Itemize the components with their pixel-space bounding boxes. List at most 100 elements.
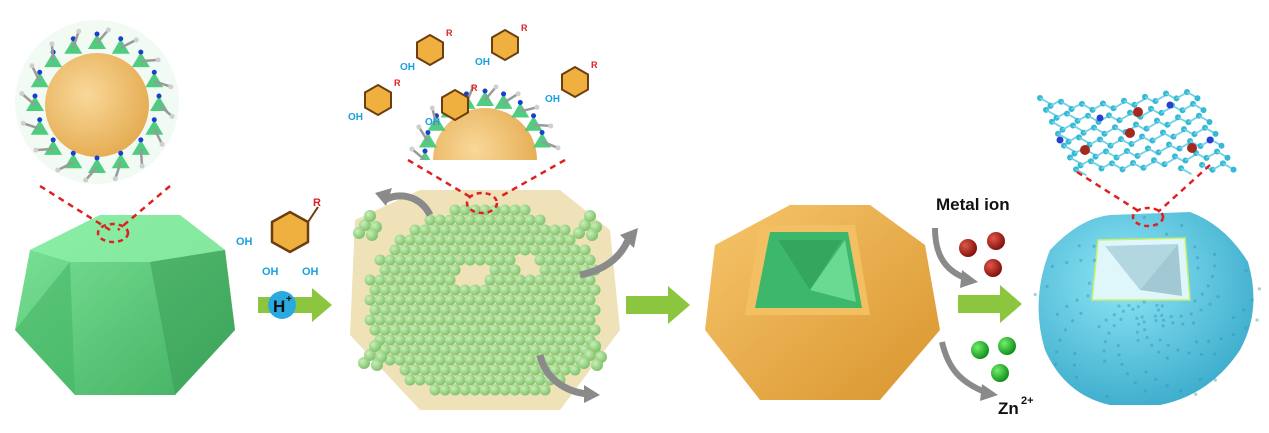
surface-grain — [1136, 305, 1140, 309]
zif-nanoparticle — [474, 294, 486, 306]
zif-nanoparticle — [469, 344, 481, 356]
zif-nanoparticle — [414, 254, 426, 266]
zif-nanoparticle — [404, 354, 416, 366]
zif-nanoparticle — [389, 324, 401, 336]
nitrogen-atom — [32, 93, 38, 99]
zif-nanoparticle — [459, 364, 471, 376]
carbon-atom — [548, 123, 554, 129]
surface-grain — [1160, 304, 1164, 308]
zif-nanoparticle — [404, 274, 416, 286]
zif-nanoparticle — [424, 274, 436, 286]
zif-nanoparticle — [504, 234, 516, 246]
surface-grain — [1196, 266, 1200, 270]
nitrogen-atom — [517, 99, 523, 105]
zif-nanoparticle — [454, 374, 466, 386]
zif-nanoparticle — [439, 264, 451, 276]
c-c-bond — [1155, 94, 1167, 102]
zif-nanoparticle — [544, 354, 556, 366]
surface-grain — [1073, 351, 1077, 356]
zn-tetrahedron — [88, 158, 106, 173]
surface-grain — [1131, 307, 1135, 311]
zif-nanoparticle — [549, 344, 561, 356]
zif-nanoparticle — [474, 354, 486, 366]
zif-nanoparticle — [384, 334, 396, 346]
zif-nanoparticle — [499, 284, 511, 296]
zif-nanoparticle — [534, 214, 546, 226]
surface-grain — [1208, 302, 1212, 306]
zif-nanoparticle — [524, 234, 536, 246]
carbon-cage — [1033, 212, 1262, 405]
zif-nanoparticle — [439, 384, 451, 396]
zif-nanoparticle — [399, 364, 411, 376]
surface-grain — [1206, 284, 1210, 288]
zif-nanoparticle — [489, 304, 501, 316]
zn-charge: 2+ — [1021, 395, 1034, 407]
surface-grain — [1212, 252, 1217, 257]
zif-nanoparticle — [534, 234, 546, 246]
zif-nanoparticle — [584, 314, 596, 326]
surface-grain — [1187, 351, 1191, 355]
c-c-bond — [1057, 132, 1069, 141]
zif-nanoparticle — [504, 254, 516, 266]
zif-nanoparticle — [569, 364, 581, 376]
c-c-bond — [1039, 97, 1051, 105]
zif-nanoparticle — [444, 234, 456, 246]
nitrogen-atom — [37, 69, 43, 75]
zif-nanoparticle — [539, 264, 551, 276]
zif-nanoparticle — [524, 274, 536, 286]
metal-site — [1080, 145, 1090, 155]
zif-nanoparticle — [444, 274, 456, 286]
carbon-atom — [76, 28, 82, 34]
zif-nanoparticle — [504, 334, 516, 346]
carbon-atom — [1212, 130, 1219, 137]
c-c-bond — [1143, 161, 1155, 169]
zif-nanoparticle — [589, 304, 601, 316]
zif-nanoparticle — [379, 264, 391, 276]
zif-nanoparticle — [399, 304, 411, 316]
proton-label: H — [273, 297, 285, 316]
zif-nanoparticle — [464, 214, 476, 226]
zif-nanoparticle — [454, 334, 466, 346]
zif-nanoparticle — [444, 214, 456, 226]
zif-nanoparticle — [534, 314, 546, 326]
carbon-atom — [83, 177, 89, 183]
carbon-atom — [19, 91, 25, 97]
zif-nanoparticle — [549, 324, 561, 336]
zif-nanoparticle — [474, 314, 486, 326]
zif-nanoparticle — [529, 224, 541, 236]
zn-tetrahedron — [30, 119, 49, 135]
c-c-bond — [1113, 101, 1125, 110]
nitrogen-atom — [94, 155, 100, 161]
nitrogen-atom — [1096, 114, 1104, 122]
zn-tetrahedron — [131, 139, 150, 155]
surface-grain — [1112, 313, 1116, 317]
surface-grain — [1232, 332, 1236, 337]
c-c-bond — [1051, 121, 1063, 129]
linker-bond — [21, 92, 36, 106]
zif-nanoparticle — [484, 294, 496, 306]
c-c-bond — [1173, 129, 1185, 138]
zif-nanoparticle — [434, 314, 446, 326]
r-label: R — [591, 60, 598, 70]
zif-nanoparticle — [584, 294, 596, 306]
catechol-ring — [561, 65, 589, 99]
zif-nanoparticle — [474, 254, 486, 266]
zif-nanoparticle — [559, 284, 571, 296]
zif-nanoparticle — [574, 334, 586, 346]
zif-nanoparticle — [414, 294, 426, 306]
nitrogen-atom — [138, 137, 144, 143]
zif-nanoparticle — [454, 254, 466, 266]
surface-grain — [1156, 350, 1161, 354]
surface-grain — [1207, 339, 1211, 343]
zif-nanoparticle — [544, 314, 556, 326]
c-c-bond — [1180, 167, 1192, 175]
zif-nanoparticle — [559, 224, 571, 236]
surface-grain — [1137, 322, 1141, 326]
zif-nanoparticle — [484, 374, 496, 386]
surface-grain — [1120, 362, 1124, 366]
linker-bond — [519, 106, 538, 113]
zoom-lines-1 — [39, 184, 171, 244]
nitrogen-atom — [50, 137, 56, 143]
zif-nanoparticle — [509, 224, 521, 236]
surface-grain — [1117, 353, 1121, 357]
